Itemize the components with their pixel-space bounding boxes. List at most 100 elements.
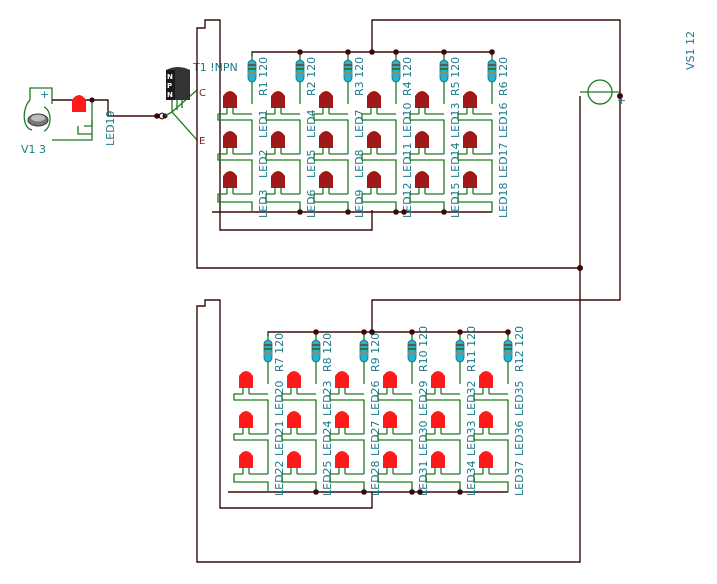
led-icon — [223, 171, 237, 188]
resistor-icon — [407, 339, 417, 363]
led-icon — [239, 411, 253, 428]
led19-label: LED19 — [104, 110, 117, 146]
led19-lead — [52, 120, 93, 141]
resistor-icon — [311, 339, 321, 363]
junction — [417, 489, 423, 495]
resistor-icon — [439, 59, 449, 83]
led-icon — [287, 371, 301, 388]
led-link — [329, 433, 365, 474]
junction — [457, 329, 463, 335]
led-icon — [335, 451, 349, 468]
supply-polarity: + — [617, 94, 626, 107]
led-icon — [463, 131, 477, 148]
led-link — [409, 113, 445, 154]
led-link — [217, 113, 253, 154]
voltage-source: + VS1 12 — [580, 31, 697, 107]
collector-lead — [171, 89, 198, 113]
junction — [441, 49, 447, 55]
led-icon — [335, 411, 349, 428]
led-label: LED35 — [513, 380, 526, 416]
led-label: LED37 — [513, 460, 526, 496]
led-icon — [415, 171, 429, 188]
led-icon — [223, 131, 237, 148]
resistor-icon — [343, 59, 353, 83]
junction — [297, 49, 303, 55]
resistor-band — [344, 72, 352, 74]
resistor-label: R9 120 — [369, 333, 382, 372]
resistor-band — [488, 68, 496, 70]
resistor-band — [248, 64, 256, 66]
led-label: LED13 — [449, 102, 462, 138]
led-label: LED21 — [273, 420, 286, 456]
led-icon — [383, 411, 397, 428]
led-link — [265, 193, 301, 212]
led-link — [473, 393, 509, 434]
base-lead — [164, 111, 173, 117]
led-icon — [271, 91, 285, 108]
junction — [345, 209, 351, 215]
led-label: LED36 — [513, 420, 526, 456]
led-icon — [319, 131, 333, 148]
junction — [401, 209, 407, 215]
resistor-label: R10 120 — [417, 326, 430, 372]
led-label: LED30 — [417, 420, 430, 456]
wire-top-loop — [196, 19, 373, 231]
resistor-band — [456, 344, 464, 346]
led-label: LED6 — [305, 189, 318, 218]
led-icon — [463, 91, 477, 108]
transistor-label: T1 !NPN — [192, 61, 238, 74]
led-label: LED11 — [401, 142, 414, 178]
resistor-band — [344, 64, 352, 66]
led-link — [281, 433, 317, 474]
led-icon — [335, 371, 349, 388]
led-link — [473, 433, 509, 474]
resistor-band — [408, 344, 416, 346]
resistor-band — [264, 344, 272, 346]
resistor-band — [440, 64, 448, 66]
resistor-band — [456, 352, 464, 354]
led-link — [361, 153, 397, 194]
led-label: LED1 — [257, 109, 270, 138]
battery-polarity: + — [40, 88, 49, 101]
resistor-label: R7 120 — [273, 333, 286, 372]
transistor-marking-n2: N — [167, 91, 173, 99]
junction — [577, 265, 583, 271]
junction — [393, 209, 399, 215]
resistor-label: R8 120 — [321, 333, 334, 372]
led-label: LED20 — [273, 380, 286, 416]
led-label: LED5 — [305, 149, 318, 178]
led-link — [457, 153, 493, 194]
junction — [89, 97, 95, 103]
led-link — [265, 153, 301, 194]
junction — [409, 329, 415, 335]
resistor-band — [360, 352, 368, 354]
transistor-marking-n1: N — [167, 73, 173, 81]
emitter-label: E — [199, 136, 205, 147]
junction — [505, 329, 511, 335]
resistor-label: R3 120 — [353, 57, 366, 96]
led-link — [329, 393, 365, 434]
resistor-label: R5 120 — [449, 57, 462, 96]
led-icon — [431, 411, 445, 428]
led-link — [457, 113, 493, 154]
led-link — [217, 153, 253, 194]
transistor-face — [166, 70, 175, 100]
led-icon — [239, 371, 253, 388]
led-icon — [431, 371, 445, 388]
resistor-band — [504, 348, 512, 350]
resistor-band — [312, 344, 320, 346]
resistor-icon — [295, 59, 305, 83]
junction — [154, 113, 160, 119]
led-label: LED12 — [401, 182, 414, 218]
led-label: LED24 — [321, 420, 334, 456]
battery-label: V1 3 — [21, 143, 46, 156]
led-label: LED23 — [321, 380, 334, 416]
led-icon — [239, 451, 253, 468]
led-label: LED10 — [401, 102, 414, 138]
resistor-icon — [487, 59, 497, 83]
battery-lead — [43, 106, 51, 132]
resistor-band — [408, 348, 416, 350]
resistor-icon — [391, 59, 401, 83]
